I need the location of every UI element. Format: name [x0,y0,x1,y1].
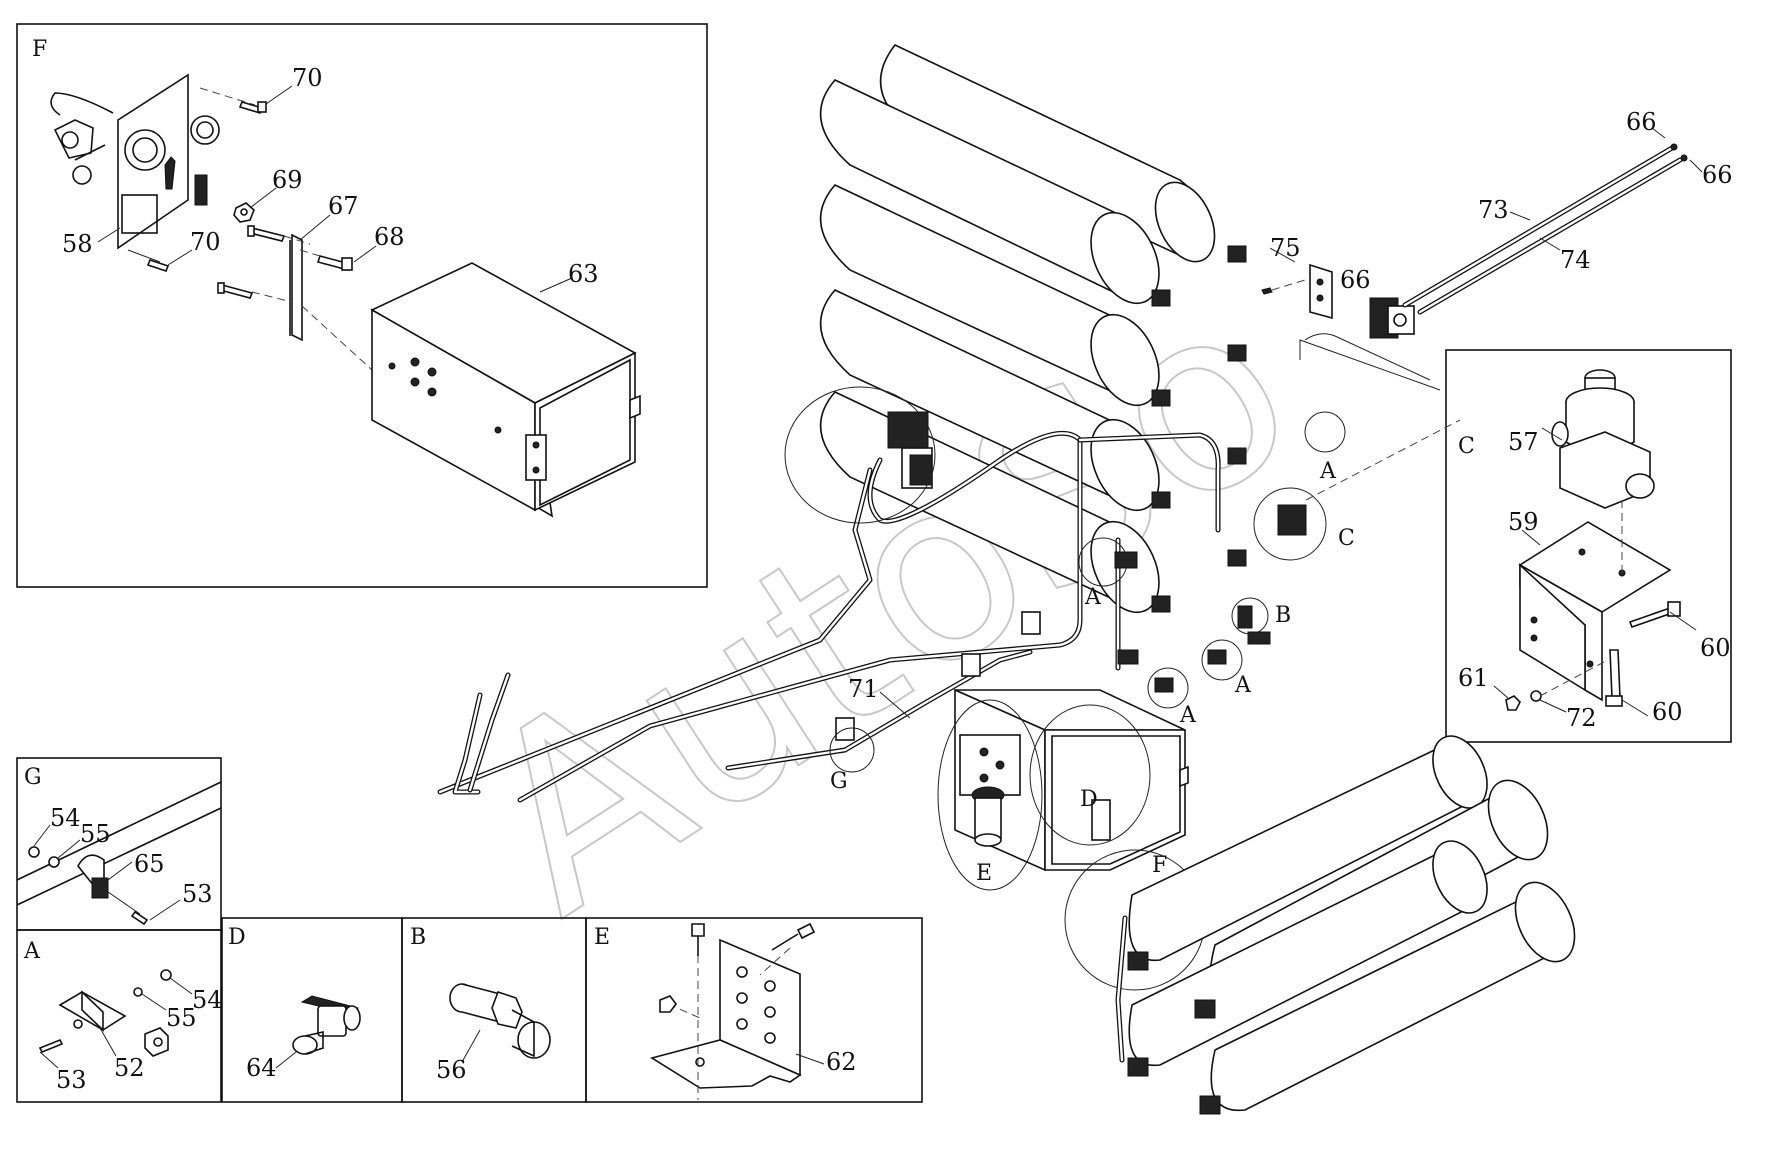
bracket-75 [1261,263,1333,320]
valve-66 [1369,297,1415,339]
callout-66-top: 66 [1626,108,1657,136]
bolt-70-top [199,87,267,114]
callout-61: 61 [1458,664,1489,692]
callout-52: 52 [114,1054,145,1082]
marker-a3: A [1234,673,1252,698]
view-circle-g [829,727,875,773]
manifold-valve-block [887,411,933,489]
solenoid-main [1277,504,1307,536]
enclosure-box-63 [370,262,641,518]
callout-66-valve: 66 [1340,266,1371,294]
clip-52 [58,990,169,1057]
detail-box-c-frame [1445,349,1732,743]
main-piping [437,333,1441,803]
marker-a4: A [1179,703,1197,728]
view-circle-a3 [1201,639,1243,681]
detail-box-f: F 58 70 69 [16,23,708,588]
detail-box-e-letter: E [594,925,610,950]
detail-box-d: D 64 [221,917,403,1103]
view-circle-e [937,699,1043,891]
marker-b: B [1275,603,1291,628]
callout-60-lower: 60 [1652,698,1683,726]
marker-f: F [1152,853,1167,878]
callout-72: 72 [1566,704,1597,732]
detail-box-g-letter: G [24,765,42,790]
callout-55-g: 55 [80,820,111,848]
view-circle-a4 [1147,667,1189,709]
callout-56: 56 [436,1056,467,1084]
detail-box-e: E 62 [585,917,923,1103]
valve-panel [50,73,220,250]
callout-70-bottom: 70 [190,228,221,256]
callout-66-right: 66 [1702,161,1733,189]
callout-70-top: 70 [292,64,323,92]
detail-box-g: G 54 55 65 53 [16,757,222,931]
callout-53-g: 53 [182,880,213,908]
detail-box-f-frame [16,23,708,588]
nut-69 [233,202,255,223]
ball-valve-64 [292,995,361,1055]
callout-55-a: 55 [166,1004,197,1032]
bolt-left-lower [217,282,373,371]
marker-g: G [830,769,848,794]
callout-54-g: 54 [50,804,81,832]
tank-valves-upper [1151,245,1247,613]
center-enclosure [954,688,1189,872]
callout-62: 62 [826,1048,857,1076]
detail-box-e-frame [585,917,923,1103]
view-circle-d [1029,704,1151,846]
upper-tank-stack [819,44,1247,614]
pipe-clamp-65 [77,854,149,926]
detail-box-c: C 57 59 60 60 [1445,349,1732,743]
callout-64: 64 [246,1054,277,1082]
marker-a2: A [1084,585,1102,610]
marker-d: D [1080,787,1098,812]
lower-tank-stack [1115,735,1576,1115]
pipe-clamps [835,611,1041,741]
fitting-56 [449,983,551,1059]
callout-75: 75 [1270,234,1301,262]
tubes-73-74 [1402,143,1688,315]
callout-74: 74 [1560,246,1591,274]
view-circle-manifold [784,386,936,524]
detail-box-a-frame [16,929,222,1103]
view-circle-a1 [1304,411,1346,453]
bolt-68 [299,249,353,271]
detail-box-a: A 53 52 55 54 [16,929,223,1103]
solenoid-valve-57 [1551,369,1655,509]
bracket-59 [1518,500,1672,702]
bracket-67 [289,214,331,342]
bolt-left-upper [247,225,311,245]
detail-box-a-letter: A [23,939,41,964]
callout-57: 57 [1508,428,1539,456]
callout-58: 58 [62,230,93,258]
callout-69: 69 [272,166,303,194]
callout-53-a: 53 [56,1066,87,1094]
callout-63: 63 [568,260,599,288]
bracket-62 [650,938,802,1100]
marker-e: E [976,861,992,886]
marker-a1: A [1319,459,1337,484]
callout-68: 68 [374,223,405,251]
callout-60-upper: 60 [1700,634,1731,662]
detail-box-b: B 56 [401,917,587,1103]
bolt-70-bottom [127,249,170,272]
detail-box-d-letter: D [228,925,246,950]
main-fittings [1114,551,1271,693]
detail-box-b-letter: B [410,925,426,950]
view-circle-c [1253,487,1327,561]
detail-box-c-letter: C [1458,434,1475,459]
callout-59: 59 [1508,508,1539,536]
callout-73: 73 [1478,196,1509,224]
marker-c: C [1338,526,1355,551]
detail-box-f-letter: F [32,37,47,62]
callout-65: 65 [134,850,165,878]
callout-67: 67 [328,192,359,220]
callout-71: 71 [848,675,879,703]
callout-54-a: 54 [192,986,223,1014]
